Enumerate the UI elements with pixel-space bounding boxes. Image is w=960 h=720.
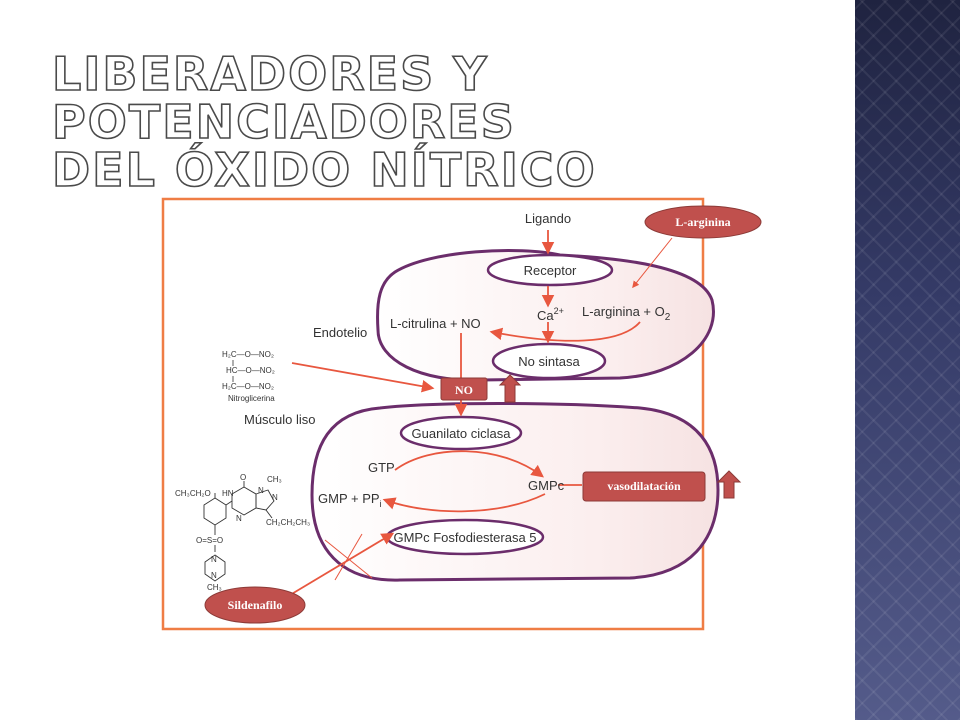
nitroglicerina-structure: H₂C—O—NO₂ HC—O—NO₂ H₂C—O—NO₂ Nitroglicer… <box>222 350 275 403</box>
label-ligando: Ligando <box>525 211 571 226</box>
slide-title: Liberadores y potenciadores del óxido ní… <box>51 47 960 197</box>
arrow-l-arginina-annotation <box>632 237 673 289</box>
sild-bond-ring-link <box>225 500 233 506</box>
label-gmpc: GMPc <box>528 478 565 493</box>
guanilato-ciclasa-oval <box>399 415 523 451</box>
vasodilatacion-box-label: vasodilatación <box>607 479 681 493</box>
sild-n2: N <box>272 493 278 502</box>
no-increase-arrow <box>498 374 522 403</box>
label-gmp-ppi: GMP + PPi <box>318 491 382 509</box>
nitro-name: Nitroglicerina <box>228 394 275 403</box>
receptor-oval <box>486 253 614 287</box>
label-l-arginina-o2: L-arginina + O2 <box>582 304 671 323</box>
l-arginina-pill-label: L-arginina <box>675 215 730 229</box>
annotation-vasodilatacion: vasodilatación <box>582 470 742 502</box>
label-ppi-sub: i <box>380 499 382 509</box>
sild-ch3: CH₃ <box>267 475 282 484</box>
vasodilatacion-box <box>582 471 706 502</box>
sildenafilo-pill-label: Sildenafilo <box>228 598 283 612</box>
label-guanilato-ciclasa: Guanilato ciclasa <box>412 426 512 441</box>
label-endotelio: Endotelio <box>313 325 367 340</box>
sild-pn2: N <box>211 571 217 580</box>
sild-pn1: N <box>211 555 217 564</box>
label-musculo-liso: Músculo liso <box>244 412 316 427</box>
sild-propyl: CH₂CH₂CH₃ <box>266 518 310 527</box>
sild-hn: HN <box>222 489 234 498</box>
l-arginina-pill <box>644 205 762 239</box>
annotation-sildenafilo: Sildenafilo <box>204 586 306 624</box>
label-no-sintasa: No sintasa <box>518 354 580 369</box>
sild-ethoxy: CH₃CH₂O <box>175 489 211 498</box>
label-gtp: GTP <box>368 460 395 475</box>
annotation-l-arginina: L-arginina <box>644 205 762 239</box>
sild-methyl: CH₃ <box>207 583 222 592</box>
label-l-arginina-o2-base: L-arginina + O <box>582 304 665 319</box>
sildenafilo-pill <box>204 586 306 624</box>
label-l-citrulina-no: L-citrulina + NO <box>390 316 481 331</box>
label-receptor: Receptor <box>524 263 577 278</box>
nitro-row-2: HC—O—NO₂ <box>226 366 275 375</box>
label-ca-sup: 2+ <box>554 306 564 316</box>
title-line-2: del óxido nítrico <box>51 143 597 197</box>
arrow-gtp-gmpc <box>394 450 545 478</box>
nitro-row-1: H₂C—O—NO₂ <box>222 350 274 359</box>
sild-n3: N <box>236 514 242 523</box>
sild-n1: N <box>258 486 264 495</box>
decorative-side-band <box>855 0 960 720</box>
nitro-row-3: H₂C—O—NO₂ <box>222 382 274 391</box>
label-gmp-ppi-base: GMP + PP <box>318 491 380 506</box>
label-ca-base: Ca <box>537 308 554 323</box>
label-o2-sub: 2 <box>665 312 671 323</box>
no-box <box>440 377 488 401</box>
label-gmpc-fosfodiesterasa: GMPc Fosfodiesterasa 5 <box>393 530 536 545</box>
sild-sulfonyl: O=S=O <box>196 536 223 545</box>
arrow-arginina-citrulina <box>489 321 641 342</box>
inhibition-cross-b <box>334 533 363 581</box>
annotation-no: NO <box>440 374 522 403</box>
title-line-1: Liberadores y potenciadores <box>51 47 516 149</box>
arrow-nitroglicerina-no <box>291 362 435 393</box>
label-ca: Ca2+ <box>537 306 564 323</box>
inhibition-cross-a <box>324 539 373 579</box>
no-sintasa-oval <box>491 342 607 380</box>
vasodilatacion-increase-arrow <box>716 470 742 499</box>
sild-pyrazole-ring <box>255 489 275 511</box>
sildenafil-structure <box>203 481 275 582</box>
sild-bond-propyl <box>265 509 273 519</box>
sild-piperazine-ring <box>204 554 226 582</box>
no-box-label: NO <box>455 383 473 397</box>
arrow-sildenafilo-pde5 <box>284 532 395 599</box>
sild-o: O <box>240 473 246 482</box>
sildenafil-labels: CH₃CH₂O O CH₃ HN N N N CH₂CH₂CH₃ O=S=O N… <box>175 473 310 592</box>
arrow-gmpc-gmp <box>382 493 546 513</box>
